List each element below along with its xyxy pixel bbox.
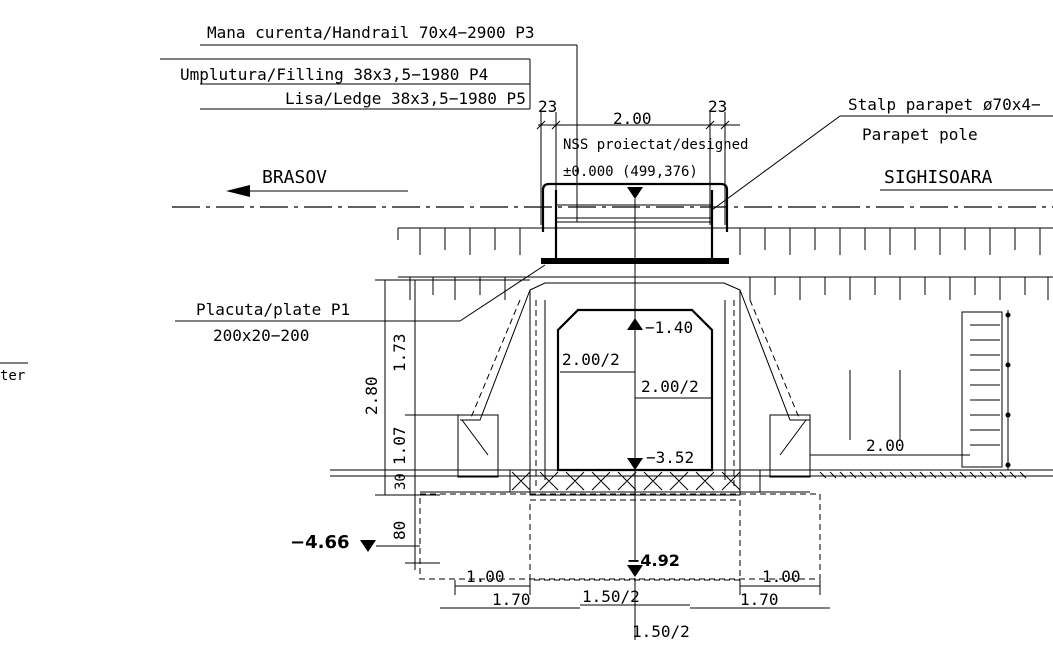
nss-label: NSS proiectat/designed <box>563 137 748 153</box>
sleeper-rows <box>397 227 1053 300</box>
dim-200-top: 2.00 <box>613 109 652 128</box>
dim-200-right: 2.00 <box>866 436 905 455</box>
left-cut-fragment: ter <box>0 362 28 384</box>
pole-label-en: Parapet pole <box>862 125 978 144</box>
dim-30: 30 <box>393 473 409 490</box>
dim-170-right: 1.70 <box>740 590 779 609</box>
dim-170-left: 1.70 <box>492 590 531 609</box>
level-marker-352 <box>627 458 643 470</box>
leader-labels: Mana curenta/Handrail 70x4−2900 P3 Umplu… <box>160 23 578 222</box>
dim-150-half-a: 1.50/2 <box>582 587 640 606</box>
plate-label: Placuta/plate P1 <box>196 300 350 319</box>
direction-labels: BRASOV SIGHISOARA <box>226 167 1053 197</box>
sighisoara-label: SIGHISOARA <box>884 167 993 188</box>
dim-280: 2.80 <box>362 376 381 415</box>
dim-200-half-a: 2.00/2 <box>562 350 620 369</box>
dim-200-half-b: 2.00/2 <box>641 377 699 396</box>
top-dimensions: 23 2.00 23 NSS proiectat/designed ±0.000… <box>536 97 748 225</box>
plate-dim: 200x20−200 <box>213 326 309 345</box>
right-stairs: 2.00 <box>810 310 1011 470</box>
dim-23-left: 23 <box>538 97 557 116</box>
bottom-dimensions: 1.00 1.70 1.50/2 1.50/2 1.00 1.70 <box>440 567 830 641</box>
level-marker-140 <box>627 318 643 330</box>
dim-23-right: 23 <box>708 97 727 116</box>
handrail-label: Mana curenta/Handrail 70x4−2900 P3 <box>207 23 535 42</box>
dim-100-left: 1.00 <box>466 567 505 586</box>
dim-107: 1.07 <box>390 426 409 465</box>
pole-label-group: Stalp parapet ø70x4− Parapet pole <box>711 95 1053 211</box>
level-marker-466 <box>360 540 376 552</box>
dim-150-half-b: 1.50/2 <box>632 622 690 641</box>
dim-80: 80 <box>390 521 409 540</box>
nss-level-marker <box>627 187 643 199</box>
nss-level: ±0.000 (499,376) <box>563 164 698 180</box>
level-140: −1.40 <box>645 318 693 337</box>
dim-173: 1.73 <box>390 333 409 372</box>
filling-label: Umplutura/Filling 38x3,5−1980 P4 <box>180 65 488 84</box>
arrow-left-icon <box>226 185 250 197</box>
level-466: −4.66 <box>290 532 350 553</box>
pole-label: Stalp parapet ø70x4− <box>848 95 1041 114</box>
level-marker-492 <box>627 565 643 577</box>
inner-levels: −1.40 −3.52 2.00/2 2.00/2 −4.92 <box>560 318 712 577</box>
left-dimensions: Placuta/plate P1 200x20−200 1.73 2.80 1.… <box>175 264 546 570</box>
level-352: −3.52 <box>646 448 694 467</box>
dim-100-right: 1.00 <box>762 567 801 586</box>
level-492: −4.92 <box>627 551 680 570</box>
ledge-label: Lisa/Ledge 38x3,5−1980 P5 <box>285 89 526 108</box>
left-cut-label: ter <box>0 368 25 384</box>
brasov-label: BRASOV <box>262 167 327 188</box>
